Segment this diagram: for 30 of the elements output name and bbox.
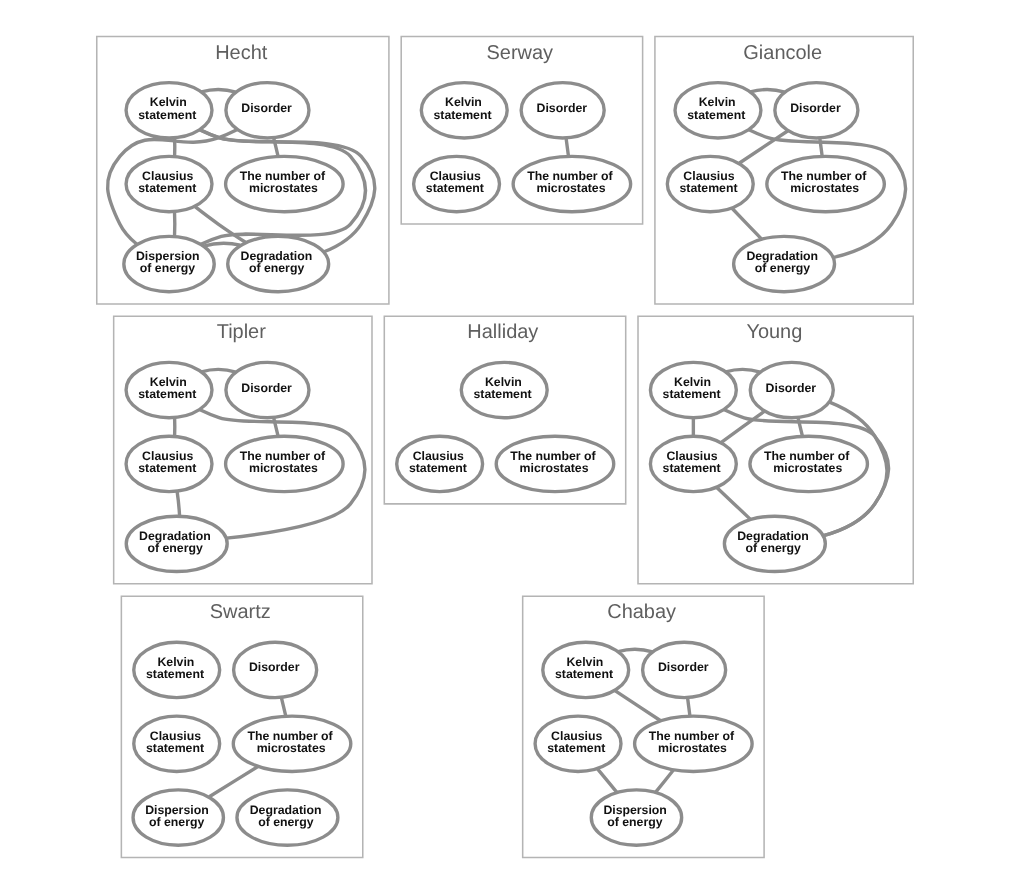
connector (272, 416, 280, 436)
connector (720, 408, 766, 443)
connector (279, 696, 288, 716)
connector (738, 128, 789, 164)
connector (715, 485, 752, 520)
connector (818, 136, 824, 156)
connector (613, 688, 662, 722)
connector (172, 210, 177, 236)
connector (193, 204, 247, 243)
connector (172, 136, 177, 156)
connector (685, 696, 692, 716)
connector (203, 240, 241, 247)
connector (748, 127, 908, 259)
connector (200, 86, 237, 93)
connector (105, 127, 239, 245)
connector (749, 86, 786, 93)
connector (175, 490, 182, 515)
connector (272, 136, 280, 156)
connector (730, 206, 763, 239)
connector (725, 366, 761, 373)
connector (564, 136, 571, 156)
connector (691, 417, 696, 435)
connector (172, 416, 177, 436)
connector (199, 407, 367, 539)
connector (596, 766, 619, 793)
connector (796, 416, 804, 436)
connector (654, 768, 675, 793)
connector (200, 366, 237, 373)
connector (617, 646, 654, 653)
connector (823, 399, 889, 537)
